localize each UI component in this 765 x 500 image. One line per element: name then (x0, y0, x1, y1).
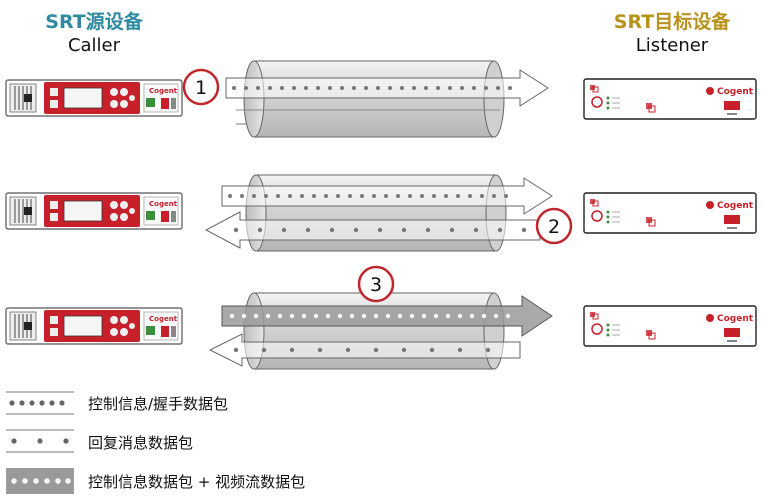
step-number-3: 3 (370, 274, 382, 296)
target-role: Listener (635, 35, 709, 56)
source-role: Caller (67, 35, 121, 56)
step-number-2: 2 (548, 216, 560, 238)
target-header: SRT目标设备 Listener (592, 10, 752, 58)
tunnel-row-3 (208, 292, 553, 370)
legend-label-combined: 控制信息数据包 + 视频流数据包 (88, 473, 306, 491)
legend-sample-reply (6, 429, 74, 453)
step-number-1: 1 (195, 77, 207, 99)
source-title: SRT源设备 (45, 11, 143, 33)
tunnel-row-1 (225, 60, 549, 138)
legend-label-control: 控制信息/握手数据包 (88, 395, 229, 413)
legend-sample-combined (6, 468, 74, 494)
target-title: SRT目标设备 (613, 11, 731, 33)
target-device-2 (583, 192, 757, 234)
step-marker-3: 3 (357, 265, 395, 303)
source-header: SRT源设备 Caller (14, 10, 174, 58)
source-device-3 (5, 307, 183, 345)
step-marker-1: 1 (182, 68, 220, 106)
source-device-2 (5, 192, 183, 230)
legend-sample-control (6, 391, 74, 415)
target-device-1 (583, 78, 757, 120)
target-device-3 (583, 305, 757, 347)
source-device-1 (5, 79, 183, 117)
legend-label-reply: 回复消息数据包 (88, 434, 194, 452)
tunnel-row-2 (204, 174, 553, 252)
step-marker-2: 2 (535, 207, 573, 245)
